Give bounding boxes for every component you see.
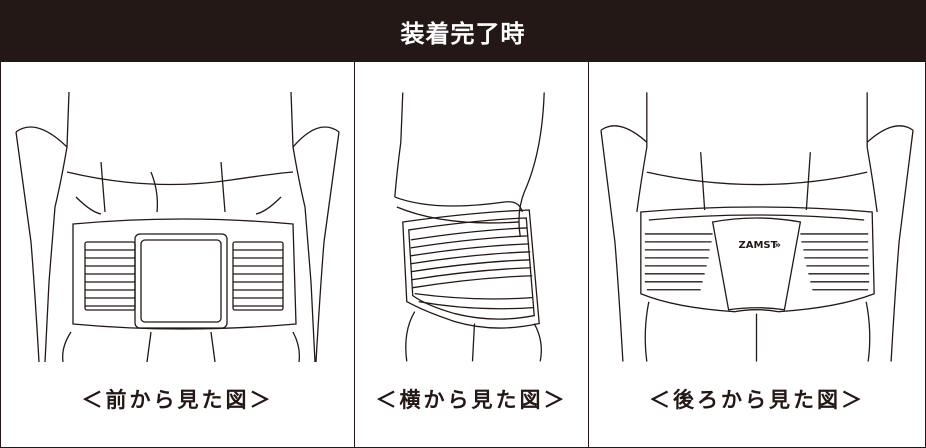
side-elastic-lines (410, 227, 533, 289)
brand-logo: ZAMST (739, 240, 778, 251)
front-view-illustration (15, 91, 340, 362)
side-view-illustration (394, 92, 545, 362)
side-view-caption: ＜横から見た図＞ (375, 388, 568, 412)
back-view-illustration: ZAMST » (600, 92, 914, 362)
front-left-elastic (85, 249, 135, 307)
front-view-caption: ＜前から見た図＞ (81, 388, 274, 412)
back-view-panel: ZAMST » (588, 62, 925, 447)
header-bar: 装着完了時 (1, 1, 925, 62)
brand-chevron-icon: » (774, 240, 780, 251)
back-right-elastic (800, 233, 870, 291)
panel-row: ＜前から見た図＞ (1, 62, 925, 447)
back-left-elastic (644, 233, 713, 291)
side-view-panel: ＜横から見た図＞ (354, 62, 588, 447)
header-title: 装着完了時 (400, 20, 526, 48)
back-view-caption: ＜後ろから見た図＞ (649, 388, 865, 412)
front-right-elastic (233, 249, 283, 307)
front-view-panel: ＜前から見た図＞ (1, 62, 354, 447)
